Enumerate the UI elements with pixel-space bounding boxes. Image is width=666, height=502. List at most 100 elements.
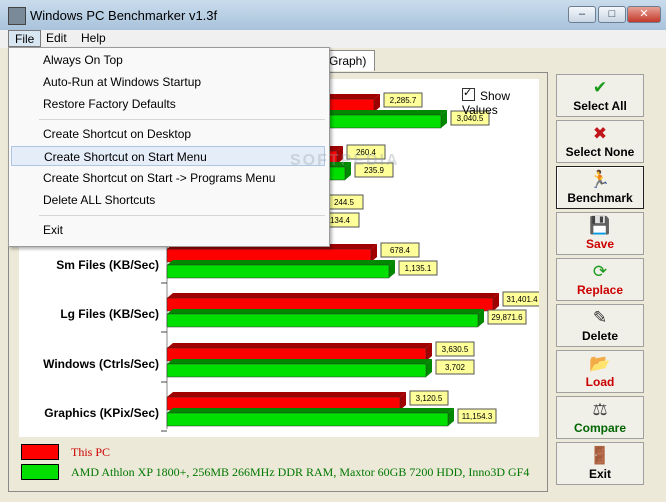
value-label: 2,285.7 xyxy=(390,96,417,105)
bar xyxy=(166,363,427,378)
menu-item-restore-defaults[interactable]: Restore Factory Defaults xyxy=(43,97,176,111)
value-label: 235.9 xyxy=(364,166,385,175)
menu-item-shortcut-desktop[interactable]: Create Shortcut on Desktop xyxy=(43,127,192,141)
value-label: 11,154.3 xyxy=(462,412,493,421)
bar-top xyxy=(167,392,406,397)
value-label: 134.4 xyxy=(330,216,351,225)
delete-button[interactable]: ✎ Delete xyxy=(556,304,644,347)
bar-side xyxy=(441,110,447,128)
bar-side xyxy=(345,162,351,180)
compare-icon: ⚖ xyxy=(592,400,608,419)
close-button[interactable]: ✕ xyxy=(627,6,661,23)
menu-item-shortcut-start-menu[interactable]: Create Shortcut on Start Menu xyxy=(11,146,325,166)
load-button[interactable]: 📂Load xyxy=(556,350,644,393)
bar-side xyxy=(493,293,499,311)
compare-button[interactable]: ⚖ Compare xyxy=(556,396,644,439)
check-icon: ✔ xyxy=(592,78,608,97)
tab-graph[interactable]: Graph) xyxy=(320,50,376,71)
value-label: 29,871.6 xyxy=(491,313,523,322)
bar-top xyxy=(167,293,499,298)
value-label-box xyxy=(398,260,438,276)
replace-button[interactable]: ⟳ Replace xyxy=(556,258,644,301)
bar-side xyxy=(337,146,343,164)
menu-item-delete-shortcuts[interactable]: Delete ALL Shortcuts xyxy=(43,193,156,207)
bar-top xyxy=(167,343,432,348)
bar-top xyxy=(167,408,454,413)
bar-top xyxy=(167,260,395,265)
value-label: 1,135.1 xyxy=(405,264,432,273)
menu-bar: File Edit Help xyxy=(0,30,666,48)
value-label-box xyxy=(487,309,527,325)
bar-side xyxy=(371,244,377,262)
legend: This PC AMD Athlon XP 1800+, 256MB 266MH… xyxy=(17,440,541,486)
legend-label: AMD Athlon XP 1800+, 256MB 266MHz DDR RA… xyxy=(71,465,530,479)
value-label-box xyxy=(435,341,475,357)
refresh-icon: ⟳ xyxy=(592,262,608,281)
legend-swatch-green xyxy=(21,464,59,480)
legend-swatch-red xyxy=(21,444,59,460)
checkbox-icon[interactable] xyxy=(462,86,475,101)
bar xyxy=(166,313,479,328)
toolbar-button-label: Benchmark xyxy=(567,191,633,205)
toolbar-button-label: Exit xyxy=(588,467,611,481)
file-menu-dropdown: Always On Top Auto-Run at Windows Startu… xyxy=(8,47,330,247)
value-label-box xyxy=(457,408,497,424)
select-none-button[interactable]: ✖Select None xyxy=(556,120,644,163)
value-label: 244.5 xyxy=(334,198,355,207)
value-label: 3,702 xyxy=(445,363,466,372)
category-label: Sm Files (KB/Sec) xyxy=(56,258,159,272)
minimize-button[interactable]: – xyxy=(568,6,596,23)
menu-file[interactable]: File xyxy=(8,30,42,47)
value-label: 678.4 xyxy=(390,246,411,255)
bar-side xyxy=(426,343,432,361)
category-label: Windows (Ctrls/Sec) xyxy=(43,357,159,371)
menu-separator xyxy=(39,215,325,216)
bar-top xyxy=(167,309,484,314)
value-label-box xyxy=(409,390,449,406)
bar xyxy=(166,412,449,427)
maximize-button[interactable]: □ xyxy=(598,6,626,23)
toolbar-button-label: Replace xyxy=(576,283,624,297)
value-label-box xyxy=(380,242,420,258)
exit-button[interactable]: 🚪 Exit xyxy=(556,442,644,485)
save-button[interactable]: 💾 Save xyxy=(556,212,644,255)
bar-side xyxy=(478,309,484,327)
legend-row-this-pc: This PC xyxy=(21,442,541,462)
toolbar-button-label: Save xyxy=(585,237,615,251)
exit-door-icon: 🚪 xyxy=(589,446,611,465)
title-bar: Windows PC Benchmarker v1.3f – □ ✕ xyxy=(0,0,666,31)
bar-side xyxy=(374,94,380,112)
toolbar-button-label: Compare xyxy=(573,421,626,435)
menu-item-auto-run[interactable]: Auto-Run at Windows Startup xyxy=(43,75,202,89)
value-label-box xyxy=(435,359,475,375)
menu-item-exit[interactable]: Exit xyxy=(43,223,64,237)
bar-side xyxy=(426,359,432,377)
legend-label: This PC xyxy=(71,445,111,459)
disk-icon: 💾 xyxy=(589,216,611,235)
runner-icon: 🏃 xyxy=(589,170,611,189)
menu-item-shortcut-programs[interactable]: Create Shortcut on Start -> Programs Men… xyxy=(43,171,276,185)
legend-row-comparison: AMD Athlon XP 1800+, 256MB 266MHz DDR RA… xyxy=(21,462,541,482)
folder-icon: 📂 xyxy=(589,354,611,373)
menu-item-always-on-top[interactable]: Always On Top xyxy=(43,53,123,67)
select-all-button[interactable]: ✔Select All xyxy=(556,74,644,117)
tab-strip: Graph) xyxy=(8,48,548,72)
menu-separator xyxy=(39,119,325,120)
toolbar-button-label: Delete xyxy=(581,329,619,343)
value-label-box xyxy=(346,144,386,160)
menu-edit[interactable]: Edit xyxy=(46,31,67,45)
right-toolbar: ✔Select All✖Select None 🏃 Benchmark 💾 Save ⟳ R… xyxy=(556,72,658,492)
bar-side xyxy=(448,408,454,426)
window-title: Windows PC Benchmarker v1.3f xyxy=(30,8,218,23)
value-label: 3,630.5 xyxy=(442,345,469,354)
benchmark-button[interactable]: 🏃 Benchmark xyxy=(556,166,644,209)
value-label: 3,120.5 xyxy=(416,394,443,403)
toolbar-button-label: Select None xyxy=(565,145,635,159)
show-values-label: Show Values xyxy=(462,89,511,117)
category-label: Lg Files (KB/Sec) xyxy=(60,307,159,321)
value-label-box xyxy=(383,92,423,108)
menu-help[interactable]: Help xyxy=(81,31,106,45)
show-values-checkbox[interactable]: Show Values xyxy=(462,86,539,117)
delete-icon: ✎ xyxy=(592,308,608,327)
bar-side xyxy=(389,260,395,278)
